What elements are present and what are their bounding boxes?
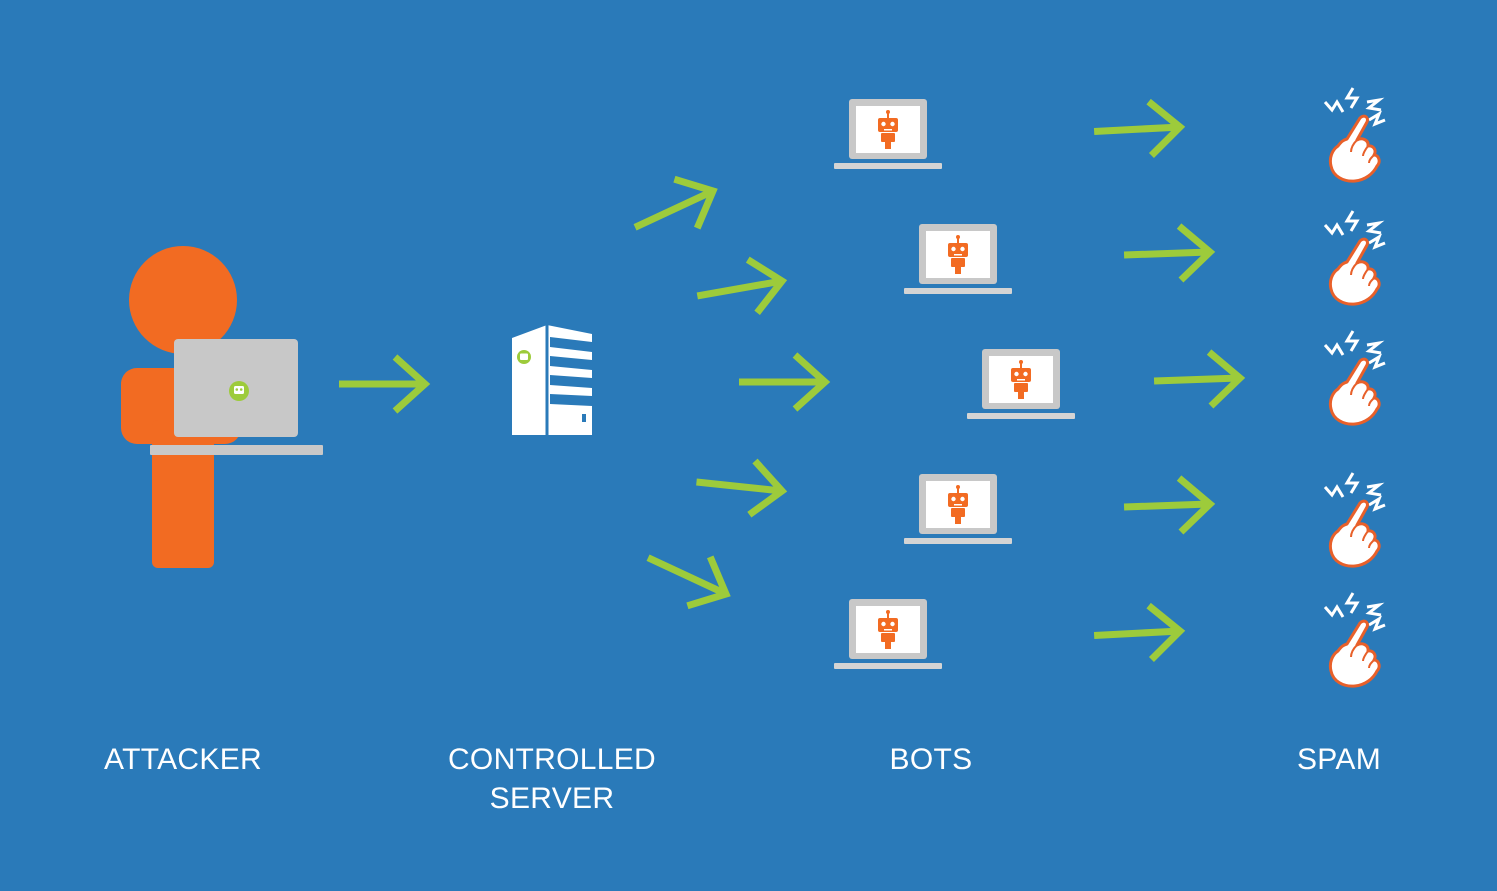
arrow-attacker-to-server [339, 357, 425, 411]
arrows-server-to-bots [624, 167, 825, 619]
label-server-line-1: CONTROLLED [447, 743, 657, 776]
clicking-hand-icon [1323, 591, 1387, 688]
bot-laptop-icon [904, 224, 1012, 294]
attacker-icon [121, 246, 323, 568]
clicking-hand-icon [1323, 209, 1387, 306]
label-bots: BOTS [831, 740, 1031, 779]
clicking-hand-icon [1323, 471, 1387, 568]
label-attacker: ATTACKER [83, 740, 283, 779]
bots-icons [834, 99, 1075, 669]
clicking-hand-icon [1323, 86, 1387, 183]
label-attacker-line: ATTACKER [104, 743, 262, 776]
bot-laptop-icon [967, 349, 1075, 419]
spam-icons [1323, 86, 1387, 688]
server-icon [512, 325, 592, 435]
label-spam-line: SPAM [1297, 743, 1381, 776]
bot-laptop-icon [834, 599, 942, 669]
bot-laptop-icon [834, 99, 942, 169]
clicking-hand-icon [1323, 329, 1387, 426]
bot-laptop-icon [904, 474, 1012, 544]
label-spam: SPAM [1239, 740, 1439, 779]
label-bots-line: BOTS [889, 743, 973, 776]
label-server-line-2: SERVER [489, 782, 615, 815]
arrows-bots-to-spam [1093, 100, 1241, 662]
label-controlled-server: CONTROLLED SERVER [432, 740, 672, 818]
